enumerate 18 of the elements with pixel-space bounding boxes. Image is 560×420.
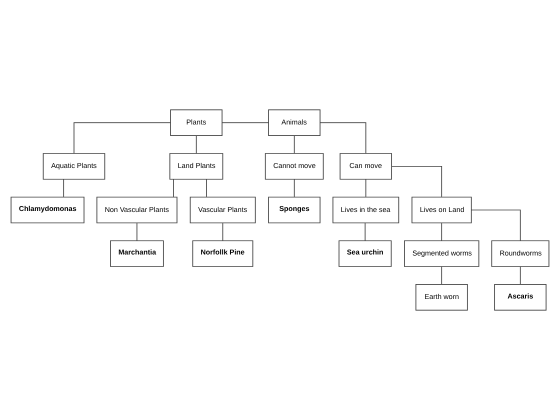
connector: [222, 222, 224, 241]
connector: [294, 179, 295, 198]
connector: [441, 266, 442, 285]
connector: [294, 135, 295, 154]
connector: [441, 222, 442, 241]
connector: [196, 135, 197, 154]
connector: [206, 179, 207, 198]
connector: [365, 179, 366, 198]
connector: [63, 179, 64, 198]
connector: [520, 266, 521, 285]
connector: [470, 210, 521, 241]
connector: [74, 122, 171, 154]
connector: [222, 122, 269, 124]
connector: [173, 179, 174, 198]
connector: [320, 122, 366, 154]
connector: [391, 166, 442, 198]
connector: [136, 222, 138, 241]
connector: [364, 222, 366, 241]
